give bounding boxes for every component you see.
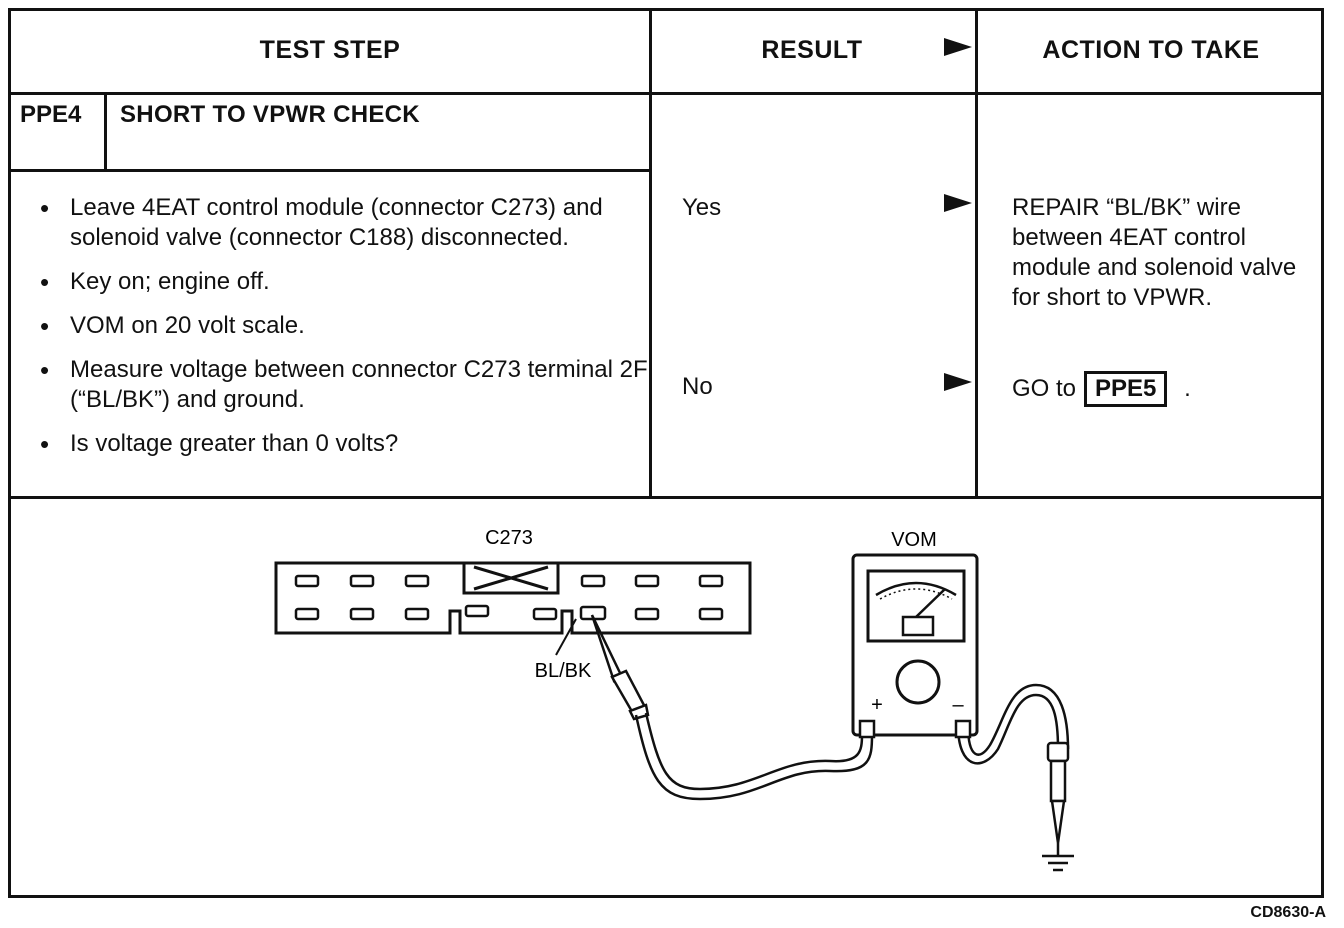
result-arrow-icon <box>944 38 972 56</box>
diagram-divider <box>8 496 1324 499</box>
header-test-step: TEST STEP <box>259 36 401 64</box>
list-item: VOM on 20 volt scale. <box>40 311 650 341</box>
vom-body <box>851 553 979 737</box>
column-divider-action <box>975 8 978 498</box>
step-id: PPE4 <box>20 101 82 128</box>
no-arrow-icon <box>944 373 972 391</box>
negative-lead-wire <box>956 683 1070 765</box>
step-id-divider <box>104 92 107 171</box>
instruction-list: Leave 4EAT control module (connector C27… <box>40 193 650 473</box>
header-divider <box>8 92 1324 95</box>
goto-prefix: GO to <box>1012 375 1077 402</box>
vom-meter <box>851 553 979 737</box>
result-no: No <box>682 373 713 400</box>
step-title: SHORT TO VPWR CHECK <box>120 101 420 128</box>
ground-icon <box>1042 843 1074 872</box>
header-action: ACTION TO TAKE <box>1042 36 1260 64</box>
connector-terminals <box>294 574 724 621</box>
list-item: Is voltage greater than 0 volts? <box>40 429 650 459</box>
action-goto: GO to PPE5 . <box>1012 371 1191 407</box>
figure-code: CD8630-A <box>1250 904 1326 921</box>
goto-suffix: . <box>1184 375 1191 402</box>
vom-selector-knob <box>895 659 941 705</box>
positive-lead-wire <box>634 712 874 801</box>
yes-arrow-icon <box>944 194 972 212</box>
connector-c273-outline <box>274 561 752 635</box>
vom-label: VOM <box>891 529 937 551</box>
negative-probe <box>1046 741 1070 844</box>
header-result: RESULT <box>761 36 863 64</box>
connector-key-slot <box>462 561 560 595</box>
plus-terminal-label: + <box>871 694 883 716</box>
list-item: Key on; engine off. <box>40 267 650 297</box>
vom-display <box>866 569 966 643</box>
result-yes: Yes <box>682 194 722 221</box>
column-divider-result <box>649 8 652 498</box>
list-item: Measure voltage between connector C273 t… <box>40 355 650 415</box>
wire-label: BL/BK <box>535 660 592 682</box>
connector-vom-diagram: C273 VOM BL/BK + – <box>274 527 1074 872</box>
test-step-table <box>8 8 1324 898</box>
goto-step-link[interactable]: PPE5 <box>1084 371 1168 407</box>
action-repair: REPAIR “BL/BK” wire between 4EAT control… <box>1012 194 1297 311</box>
list-item: Leave 4EAT control module (connector C27… <box>40 193 650 253</box>
positive-probe <box>590 614 650 721</box>
step-title-divider <box>8 169 652 172</box>
minus-terminal-label: – <box>952 694 964 716</box>
connector-label: C273 <box>485 527 533 549</box>
